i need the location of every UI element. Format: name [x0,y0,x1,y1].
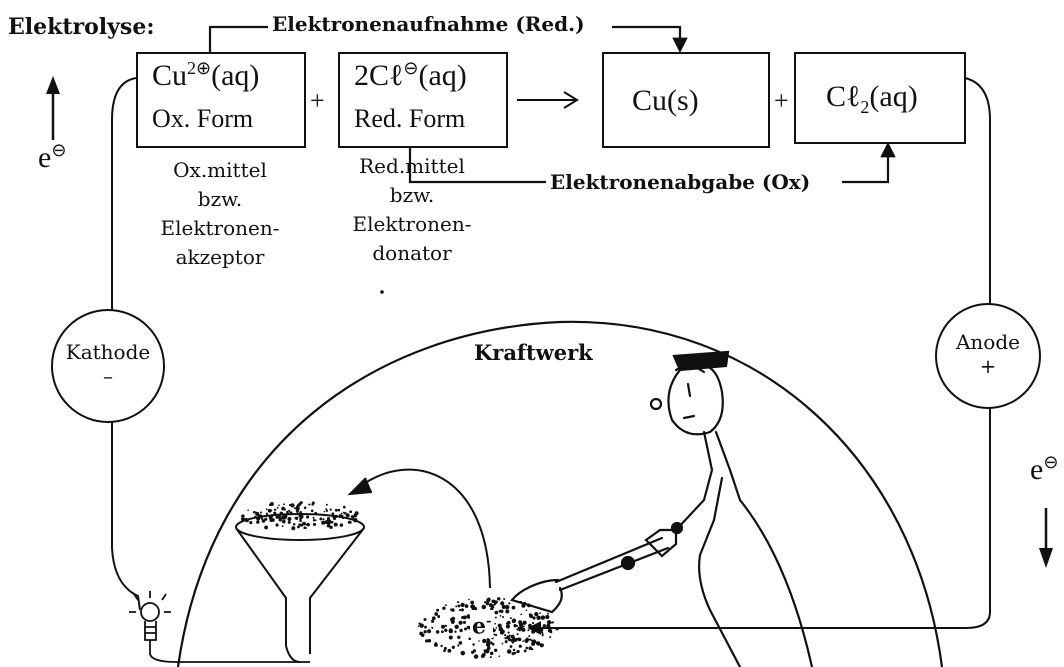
cu-ion-box: Cu2⊕(aq) Ox. Form [136,52,306,148]
kathode-label: Kathode – [52,340,164,388]
power-plant-dome [178,322,942,667]
electron-flow-up-arrow [46,76,60,140]
cl-ion-formula: 2Cℓ⊖(aq) [354,58,467,93]
anode-label: Anode + [936,330,1040,378]
reducing-agent-caption: Red.mittel bzw. Elektronen- donator [330,152,494,268]
funnel-particles [241,501,359,530]
electron-flow-down-arrow [1039,508,1053,568]
cu-solid-formula: Cu(s) [632,84,699,118]
electron-label-right: e⊖ [1030,452,1058,487]
stick-figure-worker [512,352,812,667]
cl-ion-box: 2Cℓ⊖(aq) Red. Form [338,52,508,148]
chlorine-formula: Cℓ2(aq) [826,80,918,118]
page-title: Elektrolyse: [8,14,154,40]
electron-uptake-label: Elektronenaufnahme (Red.) [270,12,587,36]
electron-release-label: Elektronenabgabe (Ox) [548,170,812,194]
oxidizing-agent-caption: Ox.mittel bzw. Elektronen- akzeptor [138,156,302,272]
electron-pile-label: e- [470,610,493,638]
plus-operator-2: + [774,86,789,116]
chlorine-box: Cℓ2(aq) [794,52,966,144]
plus-operator-1: + [310,86,325,116]
funnel [236,514,364,662]
cu-ion-form-label: Ox. Form [152,104,253,134]
cu-ion-formula: Cu2⊕(aq) [152,58,259,93]
electron-label-left: e⊖ [38,140,66,175]
power-plant-label: Kraftwerk [474,340,593,365]
cu-solid-box: Cu(s) [602,52,770,148]
throw-arc-arrow [350,470,490,588]
reaction-arrow [517,92,577,108]
cl-ion-form-label: Red. Form [354,104,465,134]
light-bulb-icon [129,591,310,662]
